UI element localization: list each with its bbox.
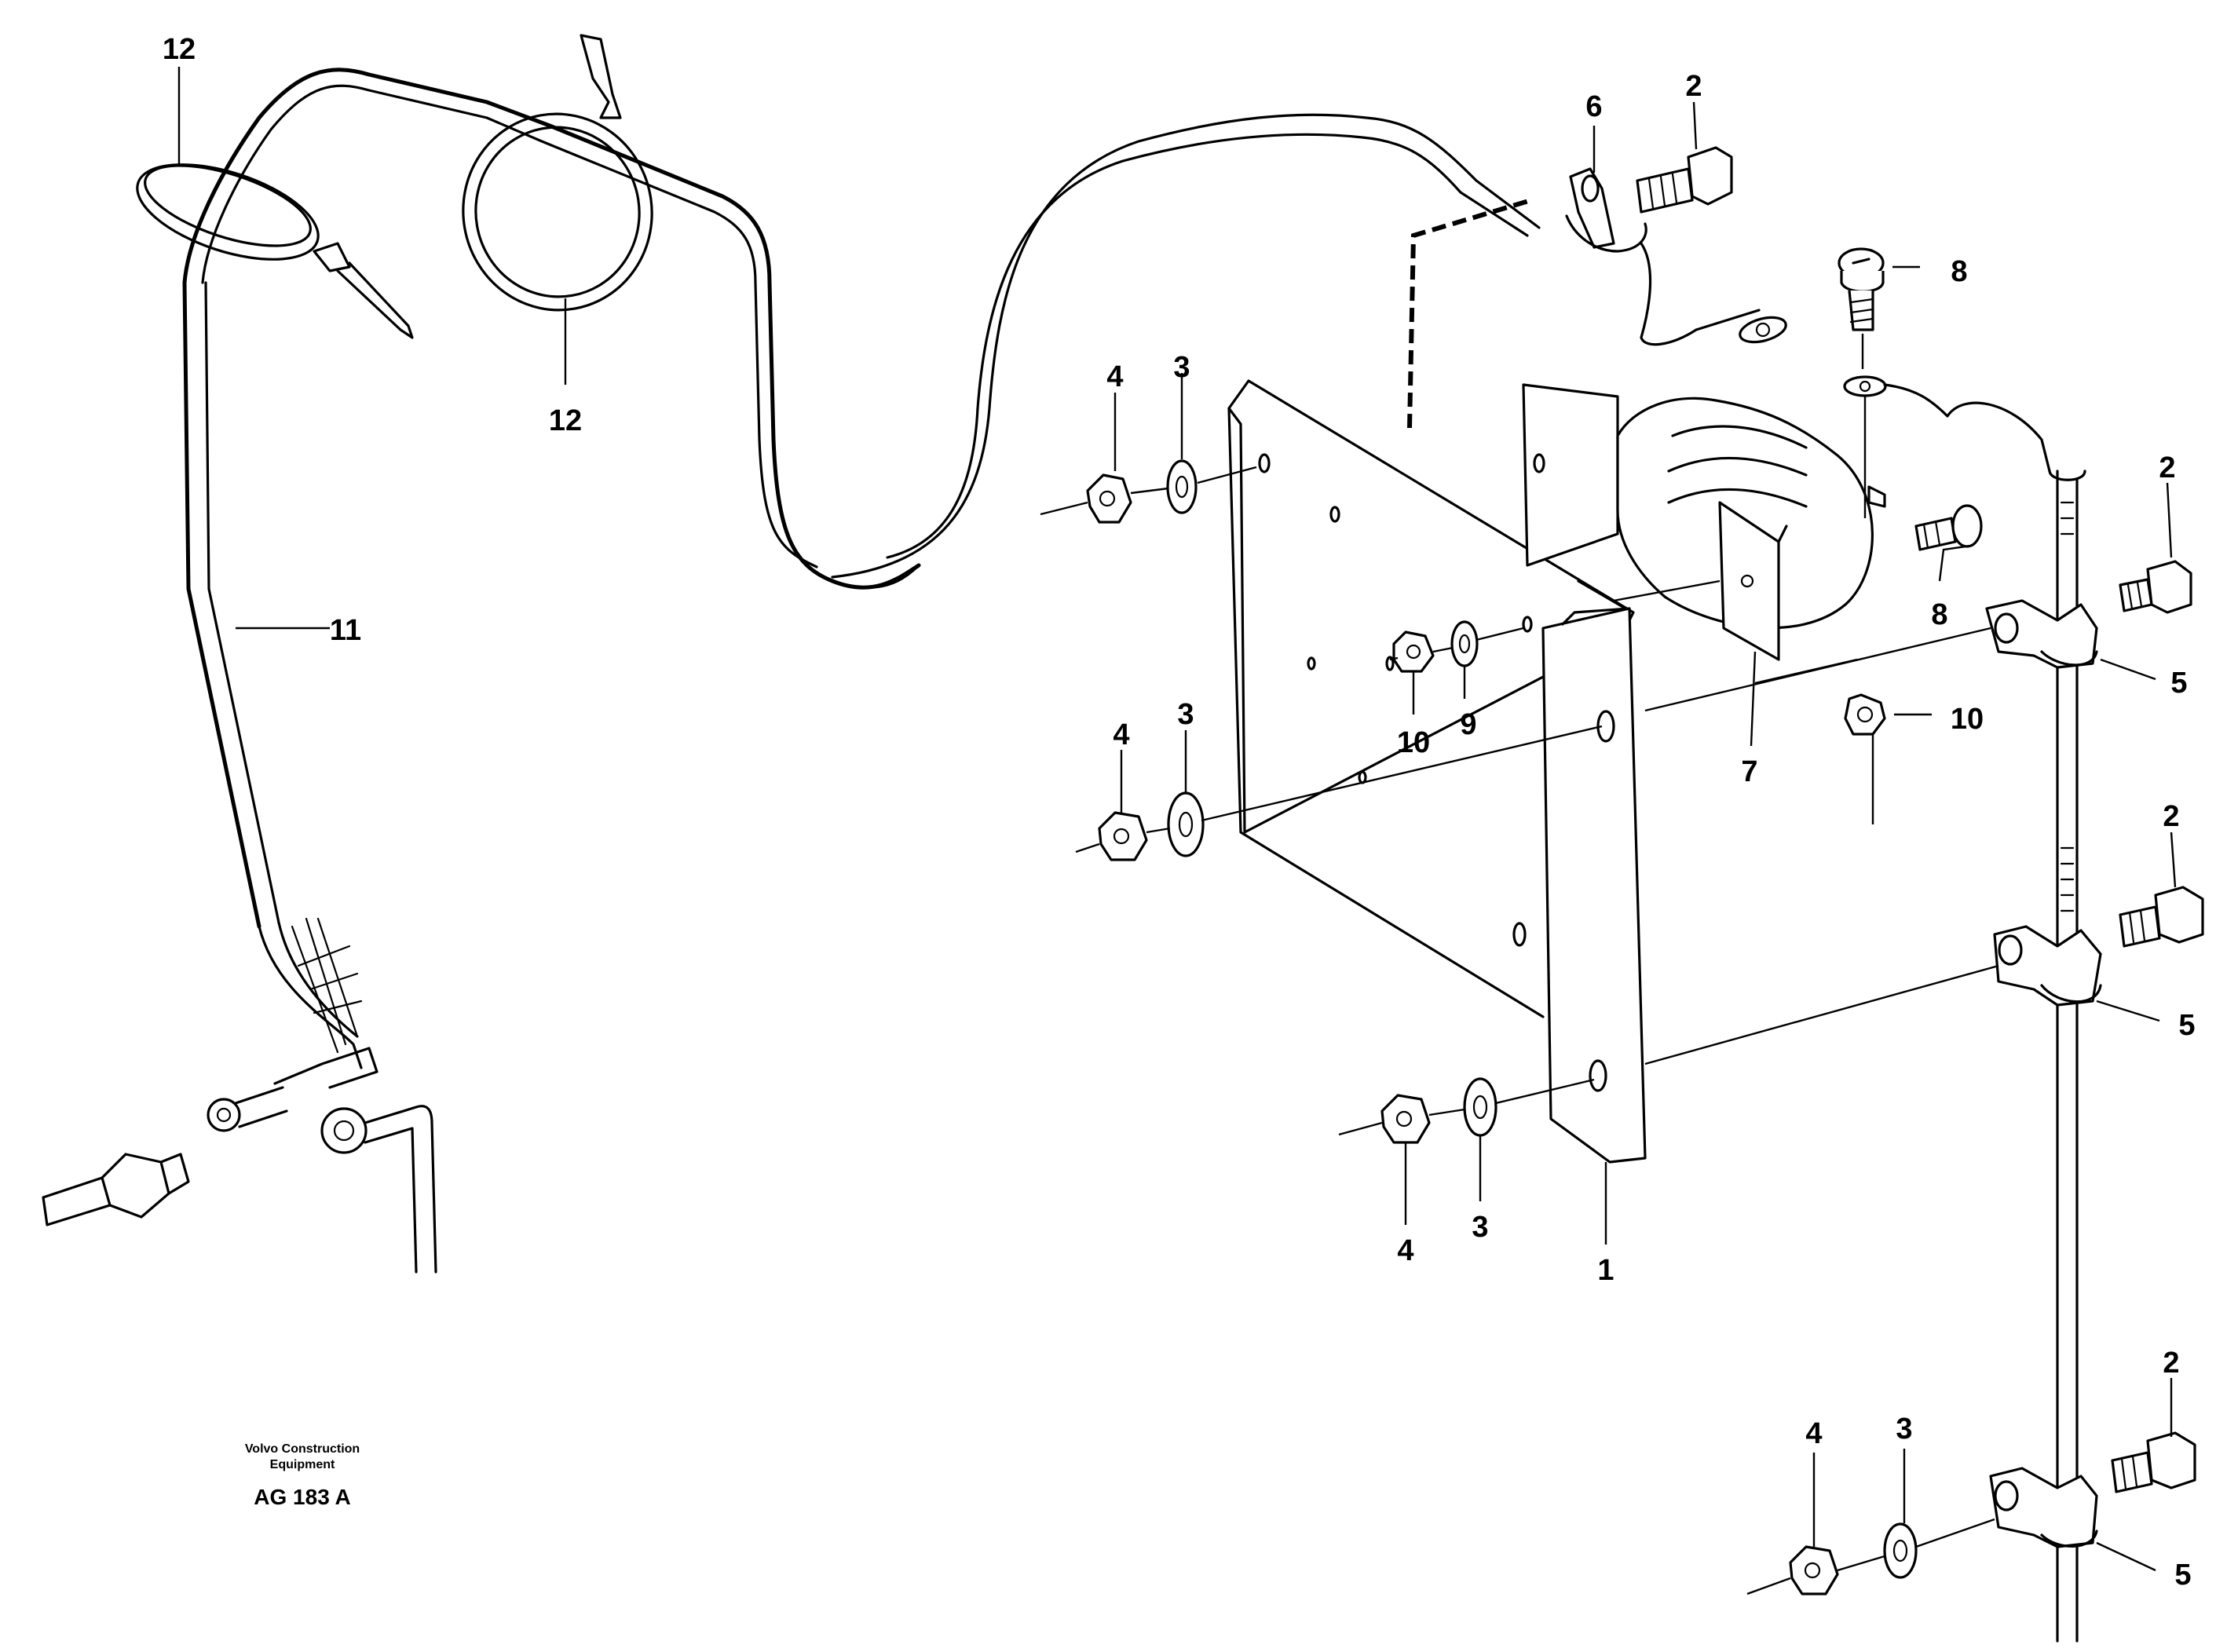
bolt-2-c [2111, 1431, 2196, 1493]
callout-3-d: 3 [1896, 1413, 1912, 1446]
callout-4-a: 4 [1106, 360, 1123, 393]
clamp-5-mid [1993, 925, 2102, 1007]
callout-12-right: 12 [549, 404, 582, 437]
cable-tie-left [136, 163, 414, 339]
nut-4-d [1746, 1545, 1839, 1595]
callout-3-b: 3 [1177, 698, 1194, 731]
bolt-2-b [2119, 886, 2204, 948]
washer-3-b [1146, 725, 1603, 857]
nut-4-c [1338, 1094, 1431, 1144]
cable-harness [42, 68, 921, 1274]
callout-12-left: 12 [163, 33, 196, 66]
callout-3-c: 3 [1472, 1211, 1488, 1244]
callout-10-mid: 10 [1397, 726, 1430, 759]
washer-9 [1432, 620, 1524, 667]
company-name-line1: Volvo Construction [245, 1442, 360, 1456]
washer-3-c [1428, 1077, 1595, 1137]
capacitor-component [1522, 383, 1886, 661]
cable-tie-right [462, 34, 653, 312]
callout-2-c: 2 [2163, 1347, 2179, 1380]
callout-9: 9 [1460, 708, 1476, 741]
callout-5-bottom: 5 [2174, 1559, 2191, 1592]
callout-2-top: 2 [1685, 70, 1702, 103]
callout-2-a: 2 [2159, 451, 2175, 484]
callout-2-b: 2 [2163, 800, 2179, 833]
mounting-bracket [1227, 379, 1647, 1164]
callout-10-right: 10 [1951, 703, 1984, 736]
bolt-2-a [2119, 560, 2192, 614]
nut-4-a [1040, 473, 1132, 524]
callout-6: 6 [1585, 90, 1602, 123]
callout-7: 7 [1741, 755, 1757, 788]
washer-3-d [1837, 1518, 1995, 1579]
bolt-top-2 [1636, 146, 1733, 214]
nut-4-b [1075, 811, 1148, 861]
screw-mid-8 [1914, 504, 1983, 551]
drawing-code: AG 183 A [254, 1485, 350, 1509]
clip-6 [1565, 167, 1787, 346]
callout-3-a: 3 [1173, 351, 1190, 384]
callout-4-d: 4 [1805, 1417, 1822, 1450]
washer-3-a [1130, 459, 1257, 514]
callouts: 12 12 11 6 2 8 8 2 5 10 7 2 5 2 5 4 3 4 … [163, 33, 2196, 1592]
callout-8-mid: 8 [1931, 598, 1947, 631]
assembly-lines [1407, 198, 1999, 1065]
callout-5-mid: 5 [2178, 1009, 2195, 1042]
callout-11: 11 [330, 614, 361, 647]
callout-4-b: 4 [1113, 718, 1129, 751]
footer: Volvo Construction Equipment AG 183 A [245, 1442, 360, 1509]
callout-8-top: 8 [1951, 255, 1967, 288]
clamp-5-top [1985, 599, 2098, 669]
screw-top-8 [1838, 247, 2051, 518]
nut-10-right [1844, 693, 1886, 824]
callout-1: 1 [1597, 1254, 1614, 1287]
callout-5-top: 5 [2170, 667, 2187, 700]
cable-route [831, 113, 1541, 579]
company-name-line2: Equipment [270, 1458, 335, 1471]
nut-10-mid [1389, 630, 1435, 673]
leader-lines [177, 67, 2177, 1572]
clamp-5-bottom [1989, 1467, 2098, 1548]
callout-4-c: 4 [1397, 1234, 1413, 1267]
